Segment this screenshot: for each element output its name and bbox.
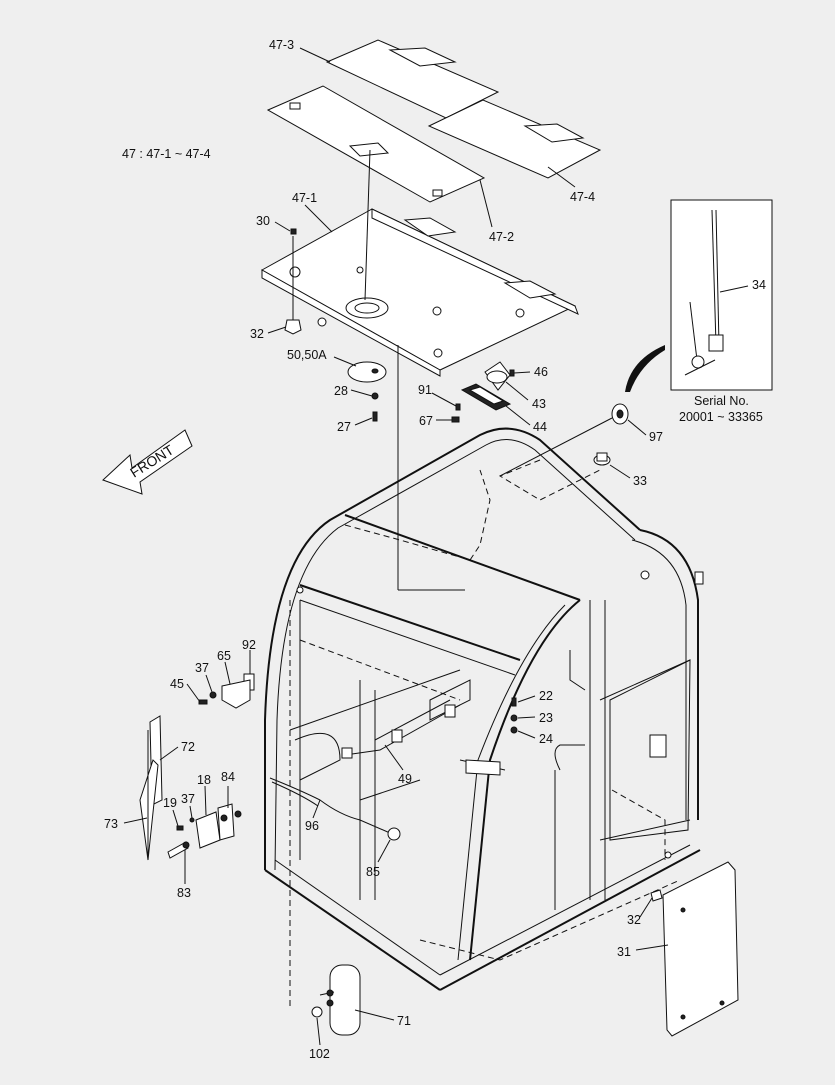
wiper-arm-72	[139, 715, 163, 861]
leader-47-2-axis	[364, 149, 371, 301]
callout-37-bottom: 37	[181, 792, 195, 806]
callout-32-top: 32	[250, 327, 264, 341]
serial-label: Serial No.	[694, 394, 749, 408]
callout-44: 44	[533, 420, 547, 434]
callout-71: 71	[397, 1014, 411, 1028]
callout-45: 45	[170, 677, 184, 691]
side-panel-31	[662, 861, 739, 1037]
callout-91: 91	[418, 383, 432, 397]
bolt-22	[511, 697, 517, 707]
antenna-base-33	[593, 452, 611, 466]
bracket-44	[460, 383, 512, 411]
leader-lines	[123, 47, 749, 1046]
grommet-97	[611, 403, 629, 425]
callout-31: 31	[617, 945, 631, 959]
callout-73: 73	[104, 817, 118, 831]
bolt-32b	[650, 889, 663, 902]
callout-50-50a: 50,50A	[287, 348, 327, 362]
callout-97: 97	[649, 430, 663, 444]
screw-19	[176, 825, 184, 831]
callout-46: 46	[534, 365, 548, 379]
callout-24: 24	[539, 732, 553, 746]
callout-19: 19	[163, 796, 177, 810]
work-light-71	[319, 964, 361, 1036]
callout-83: 83	[177, 886, 191, 900]
bolt-27	[372, 411, 378, 422]
screw-30	[290, 228, 297, 322]
roof-panel-47-3	[325, 39, 500, 119]
group-definition-note: 47 : 47-1 ~ 47-4	[122, 147, 211, 161]
cab-frame-hidden-lines	[289, 469, 681, 1010]
callout-72: 72	[181, 740, 195, 754]
cap-50-50a	[347, 361, 387, 383]
callout-27: 27	[337, 420, 351, 434]
arrow-icon	[625, 345, 665, 392]
callout-labels: 47 : 47-1 ~ 47-4 47-3 47-2 47-4 47-1 30 …	[104, 38, 766, 1061]
washer-28	[371, 392, 379, 400]
roof-panel-47-4	[427, 99, 602, 179]
serial-box	[670, 199, 773, 391]
callout-47-4: 47-4	[570, 190, 595, 204]
callout-32-bottom: 32	[627, 913, 641, 927]
callout-22: 22	[539, 689, 553, 703]
callout-18: 18	[197, 773, 211, 787]
nut-24	[510, 726, 518, 734]
callout-102: 102	[309, 1047, 330, 1061]
leader-97-line	[499, 417, 613, 477]
callout-37-top: 37	[195, 661, 209, 675]
bolt-45	[198, 699, 208, 705]
roof-panel-47-2	[266, 85, 486, 203]
washer-37	[209, 691, 217, 699]
front-arrow-icon	[102, 429, 193, 495]
callout-67: 67	[419, 414, 433, 428]
callout-30: 30	[256, 214, 270, 228]
grommet-85	[387, 827, 401, 841]
callout-23: 23	[539, 711, 553, 725]
wiper-motor-18-84	[195, 803, 242, 849]
pin-83	[167, 841, 190, 859]
callout-65: 65	[217, 649, 231, 663]
cab-frame	[264, 427, 704, 991]
callout-34: 34	[752, 278, 766, 292]
nut-32	[284, 319, 302, 335]
screw-91	[455, 403, 461, 411]
callout-49: 49	[398, 772, 412, 786]
harness-49	[341, 704, 461, 759]
callout-47-1: 47-1	[292, 191, 317, 205]
washer-37b	[189, 817, 195, 823]
screw-46	[509, 369, 515, 377]
washer-102	[311, 1006, 323, 1018]
callout-47-3: 47-3	[269, 38, 294, 52]
callout-43: 43	[532, 397, 546, 411]
bracket-65	[221, 679, 251, 709]
callout-47-2: 47-2	[489, 230, 514, 244]
callout-84: 84	[221, 770, 235, 784]
serial-range: 20001 ~ 33365	[679, 410, 763, 424]
roof-base-47-1	[260, 208, 579, 377]
callout-85: 85	[366, 865, 380, 879]
callout-33: 33	[633, 474, 647, 488]
cable-96	[269, 777, 391, 834]
rubber-43	[484, 361, 511, 391]
callout-96: 96	[305, 819, 319, 833]
leader-33-dashed	[498, 459, 601, 501]
callout-92: 92	[242, 638, 256, 652]
screw-67	[451, 416, 460, 423]
callout-28: 28	[334, 384, 348, 398]
washer-23	[510, 714, 518, 722]
